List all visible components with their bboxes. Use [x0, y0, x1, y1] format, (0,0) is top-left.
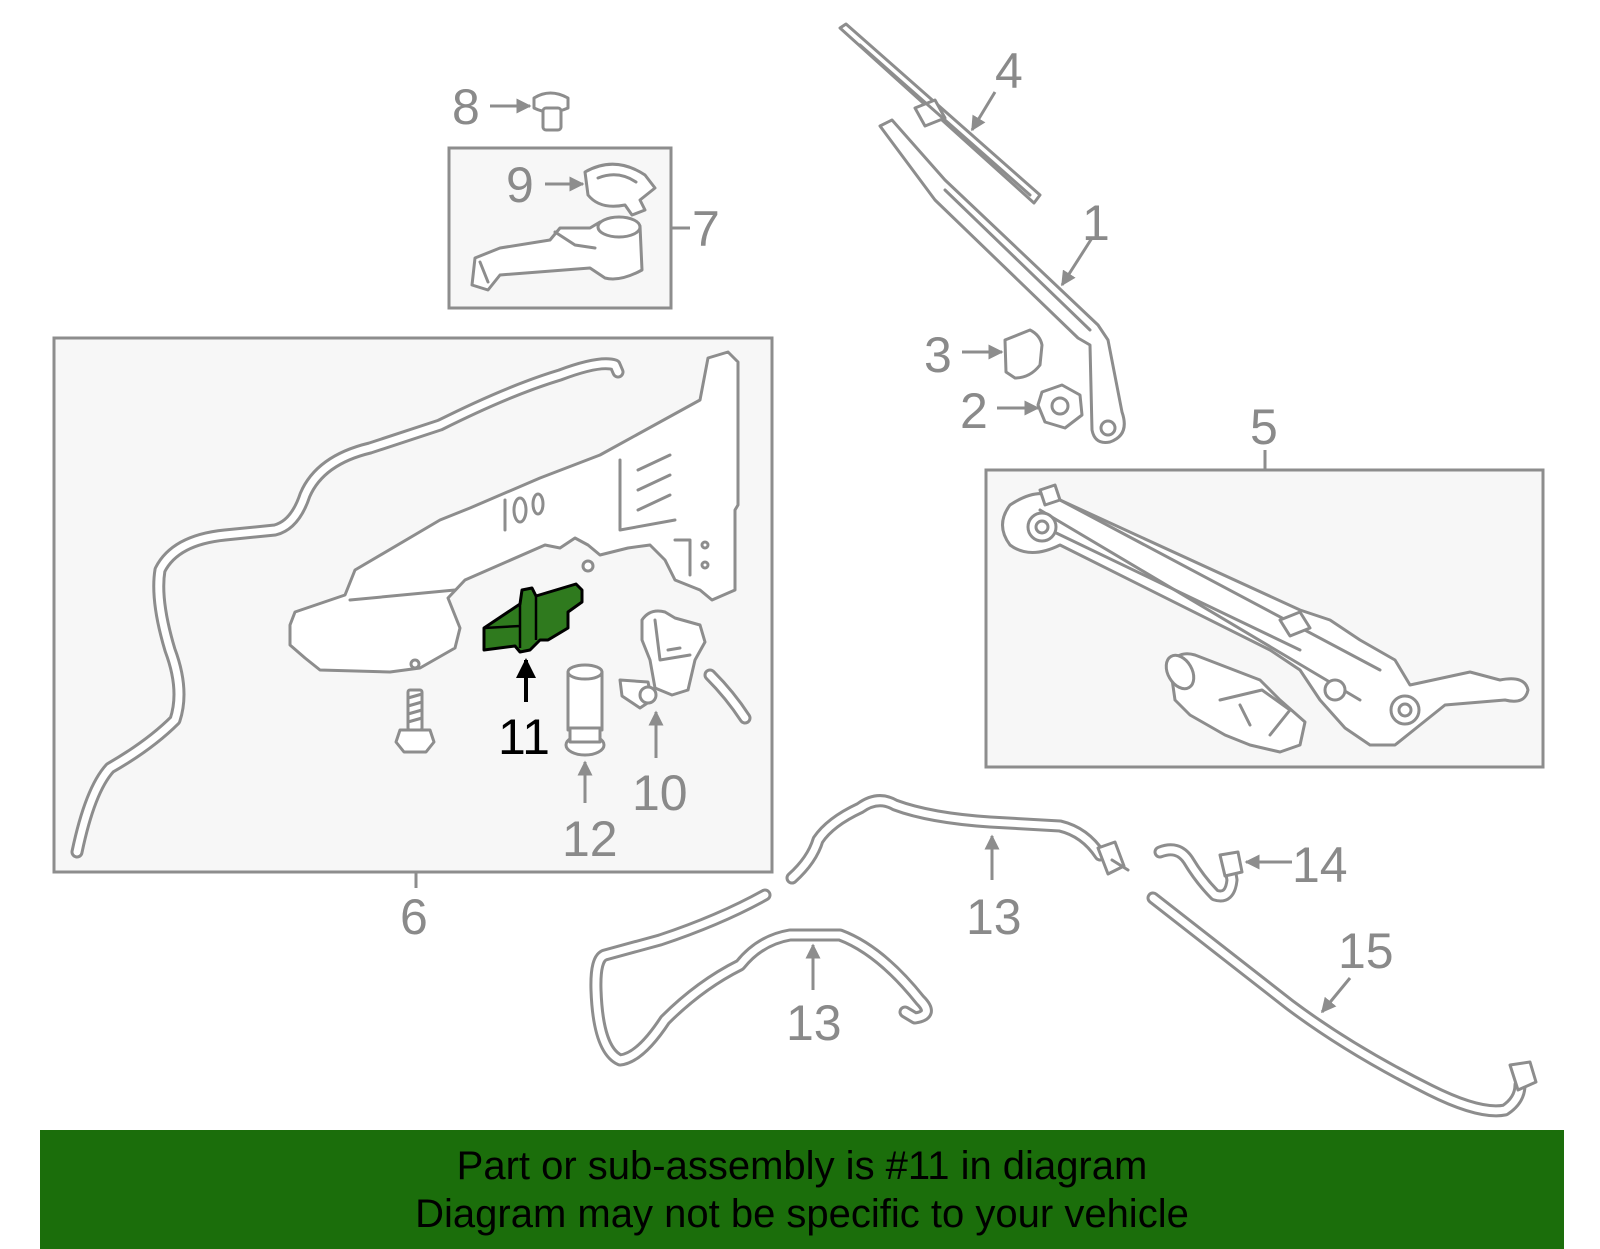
callout-3: 3 — [924, 327, 952, 383]
callout-5: 5 — [1250, 399, 1278, 455]
leader-4 — [970, 91, 997, 132]
part-2-nut — [1036, 383, 1084, 430]
part-4-wiper-blade — [838, 22, 1042, 205]
callout-10: 10 — [632, 765, 688, 821]
part-3-pivot-cap — [1003, 328, 1044, 380]
callout-7: 7 — [692, 201, 720, 257]
part-10-hose-stub — [703, 668, 752, 725]
callout-6: 6 — [400, 889, 428, 945]
part-15-rear-hose — [1146, 891, 1538, 1118]
part-13-washer-hose-upper — [785, 794, 1130, 885]
part-13-washer-hose-lower — [589, 888, 933, 1067]
part-6-washer-reservoir — [288, 350, 740, 674]
part-14-hose — [1153, 843, 1244, 903]
part-11-washer-pump-highlighted — [482, 582, 584, 654]
banner-line-disclaimer: Diagram may not be specific to your vehi… — [415, 1192, 1189, 1236]
callout-13b: 13 — [786, 995, 842, 1051]
part-5-wiper-linkage — [1001, 483, 1530, 747]
leader-15 — [1320, 977, 1352, 1014]
part-1-wiper-arm — [878, 118, 1126, 444]
callout-4: 4 — [995, 43, 1023, 99]
part-12-grommet — [564, 663, 606, 757]
part-7-filler-neck — [470, 215, 644, 292]
callout-11: 11 — [498, 709, 550, 765]
callout-1: 1 — [1082, 195, 1110, 251]
banner-line-part: Part or sub-assembly is #11 in diagram — [456, 1144, 1148, 1188]
part-9-filler-cap — [583, 162, 657, 217]
part-8-plug — [532, 91, 570, 132]
callout-13a: 13 — [966, 889, 1022, 945]
part-6-reservoir-hose — [70, 357, 625, 859]
callout-8: 8 — [452, 79, 480, 135]
callout-12: 12 — [562, 811, 618, 867]
callout-2: 2 — [960, 383, 988, 439]
callout-14: 14 — [1292, 837, 1348, 893]
part-6-bolt — [394, 688, 436, 754]
part-10-rear-washer-pump — [618, 609, 707, 710]
callout-9: 9 — [506, 157, 534, 213]
callout-15: 15 — [1338, 923, 1394, 979]
leader-1 — [1060, 237, 1094, 287]
part-5-wiper-motor — [1164, 652, 1307, 754]
info-banner: Part or sub-assembly is #11 in diagram D… — [40, 1130, 1564, 1249]
